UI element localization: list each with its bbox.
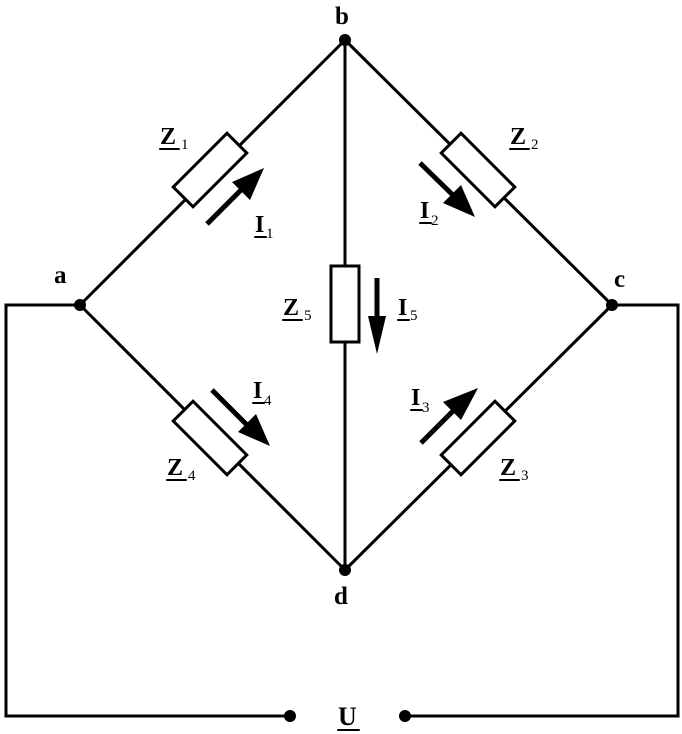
current-arrow-i3 [419,388,478,445]
svg-text:U: U [338,702,357,731]
label-source-u: U [337,702,360,731]
wire-c-to-source [403,303,680,718]
svg-text:I: I [253,378,262,404]
wire-a-to-source [4,303,292,718]
svg-text:I: I [398,295,407,321]
svg-text:Z: Z [500,455,516,481]
node-b-dot [339,34,351,46]
label-i1: I 1 [254,212,274,242]
label-z4: Z 4 [166,455,196,484]
label-z1: Z 1 [159,124,189,153]
label-z3: Z 3 [499,455,529,484]
svg-text:Z: Z [160,124,176,150]
svg-text:4: 4 [188,468,196,484]
svg-text:3: 3 [521,468,529,484]
svg-text:Z: Z [167,455,183,481]
current-arrow-i5 [368,278,386,354]
impedance-z4 [171,399,249,477]
svg-text:4: 4 [264,393,272,409]
node-label-d: d [334,583,348,610]
node-label-a: a [54,262,67,289]
svg-text:1: 1 [266,226,274,242]
label-z5: Z 5 [282,295,312,324]
svg-text:2: 2 [431,213,439,229]
impedance-z5 [329,264,361,344]
svg-text:5: 5 [410,308,418,324]
current-arrow-i4 [210,388,270,446]
node-label-c: c [614,266,625,293]
svg-text:Z: Z [283,295,299,321]
impedance-z2 [439,131,517,209]
svg-text:5: 5 [304,308,312,324]
node-label-b: b [335,3,349,30]
svg-text:3: 3 [422,400,430,416]
node-a-dot [74,299,86,311]
node-c-dot [606,299,618,311]
label-z2: Z 2 [509,124,539,153]
node-d-dot [339,564,351,576]
svg-text:1: 1 [181,137,189,153]
label-i4: I 4 [252,378,272,409]
label-i5: I 5 [397,295,418,324]
svg-text:I: I [255,212,264,238]
current-arrow-i2 [418,161,475,217]
svg-text:Z: Z [510,124,526,150]
impedance-z3 [439,399,517,477]
label-i3: I 3 [410,385,430,416]
source-terminal-left [284,710,296,722]
svg-text:2: 2 [531,137,539,153]
label-i2: I 2 [419,198,439,229]
source-terminal-right [399,710,411,722]
svg-text:I: I [420,198,429,224]
svg-text:I: I [411,385,420,411]
current-arrow-i1 [205,168,264,226]
impedance-z1 [171,131,249,209]
